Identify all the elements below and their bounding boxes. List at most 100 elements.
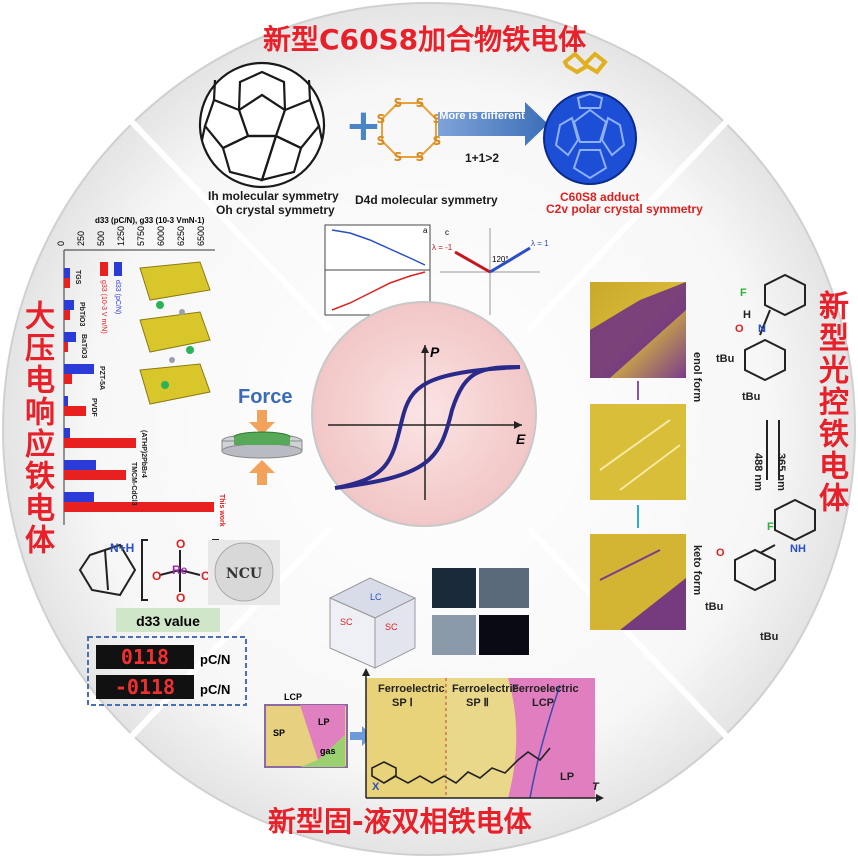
tbu-label: tBu (716, 353, 734, 365)
title-bottom-text: 新型固-液双相铁电体 (268, 805, 532, 838)
plus-sign: + (345, 100, 382, 151)
ncu-sample: NCU (208, 540, 280, 605)
tick-label: 250 (76, 231, 86, 246)
material-label: TGS (74, 270, 81, 285)
bar-g33 (64, 332, 76, 342)
n-label: N (758, 323, 766, 335)
readout-1: 0118 (121, 645, 169, 669)
bar-d33 (64, 470, 126, 480)
gas-label: gas (320, 746, 336, 756)
bar-d33 (64, 342, 68, 352)
s-atom: S (377, 134, 386, 148)
force-label: Force (238, 386, 292, 408)
cube-sc-label: SC (385, 622, 398, 632)
o-label: O (735, 323, 744, 335)
micrographs (432, 568, 529, 655)
c60s8-adduct (543, 51, 637, 185)
adduct-label-2: C2v polar crystal symmetry (546, 202, 703, 216)
material-label: BaTiO3 (80, 334, 87, 358)
material-label: TMCM-CdCl3 (130, 462, 137, 506)
arrow-text: More is different (439, 110, 525, 122)
bar-d33 (64, 438, 136, 448)
s-atom: S (394, 96, 403, 110)
c60-symmetry-1: Ih molecular symmetry (208, 189, 339, 203)
nm1-label: 365 nm (775, 453, 787, 491)
nh-label: N+H (110, 541, 134, 555)
bar-d33 (64, 374, 72, 384)
s-atom: S (433, 112, 442, 126)
adduct-label-1: C60S8 adduct (560, 190, 639, 204)
unit-2: pC/N (200, 682, 230, 697)
afm-images (590, 282, 686, 630)
tick-label: 1250 (116, 226, 126, 246)
fe1-label-a: Ferroelectric (378, 683, 445, 695)
d33-value-label: d33 value (136, 613, 200, 629)
material-label: This work (218, 494, 225, 527)
bar-g33 (64, 428, 70, 438)
title-right-text: 新型光控铁电体 (813, 290, 848, 514)
cube-sc-label: SC (340, 617, 353, 627)
s-atom: S (416, 150, 425, 164)
s-atom: S (433, 134, 442, 148)
d33-readout: d33 value 0118 pC/N -0118 pC/N (87, 608, 247, 706)
title-right: 新型光控铁电体 (808, 290, 852, 514)
phase-diagram-small: LCP SP LP gas (264, 692, 372, 768)
keto-label: keto form (691, 545, 703, 595)
tick-label: 500 (96, 231, 106, 246)
bar-d33 (64, 278, 70, 288)
panel-a-label: a (423, 226, 428, 235)
angle-label: 120° (492, 255, 509, 264)
divider-lines (127, 117, 731, 741)
tick-label: 5750 (136, 226, 146, 246)
right-molecules (734, 273, 816, 592)
s8-symmetry: D4d molecular symmetry (355, 193, 498, 207)
material-label: PbTiO3 (78, 302, 85, 326)
o-label-right: O (716, 547, 725, 559)
unit-1: pC/N (200, 652, 230, 667)
material-label: PZT-5A (98, 366, 105, 390)
bar-g33 (64, 300, 74, 310)
legend-g33: g33 (10-3 V m/N) (100, 280, 107, 334)
fe1-label-b: SP Ⅰ (392, 697, 413, 709)
tbu-label: tBu (760, 631, 778, 643)
p-axis-label: P (430, 344, 440, 360)
cube-lc-label: LC (370, 592, 382, 602)
f-label-2: F (767, 521, 774, 533)
fe2-label-a: Ferroelectric (452, 683, 519, 695)
title-bottom: 新型固-液双相铁电体 (268, 800, 532, 840)
bar-g33 (64, 492, 94, 502)
legend-d33: d33 (pC/N) (114, 280, 121, 314)
legend-swatch-d33 (114, 262, 122, 276)
s8-ring: S S S S S S S S (377, 96, 442, 164)
o-label: O (176, 591, 185, 605)
tick-label: 6000 (156, 226, 166, 246)
lambda-pos-label: λ = 1 (531, 239, 549, 248)
fe3-label-a: Ferroelectric (512, 683, 579, 695)
title-left-text: 大压电响应铁电体 (19, 300, 54, 556)
x-label: X (372, 781, 380, 793)
bar-g33 (64, 460, 96, 470)
force-device: Force (221, 386, 303, 485)
f-label-1: F (740, 287, 747, 299)
h-label: H (743, 309, 751, 321)
c60-symmetry-2: Oh crystal symmetry (216, 203, 335, 217)
s-atom: S (377, 112, 386, 126)
crystal-structure (139, 261, 211, 405)
nm2-label: 488 nm (752, 453, 764, 491)
fe2-label-b: SP Ⅱ (466, 697, 489, 709)
hysteresis-panel: P E (311, 301, 537, 527)
o-label: O (176, 537, 185, 551)
title-top-text: 新型C60S8加合物铁电体 (263, 23, 587, 56)
sp-label: SP (273, 728, 285, 738)
material-label: PVDF (90, 398, 97, 417)
bar-d33 (64, 310, 70, 320)
tbu-label: tBu (705, 601, 723, 613)
tick-label: 6500 (196, 226, 206, 246)
bar-g33 (64, 364, 94, 374)
nh-label-right: NH (790, 543, 806, 555)
lambda-neg-label: λ = -1 (432, 243, 453, 252)
equation-text: 1+1>2 (465, 151, 499, 165)
